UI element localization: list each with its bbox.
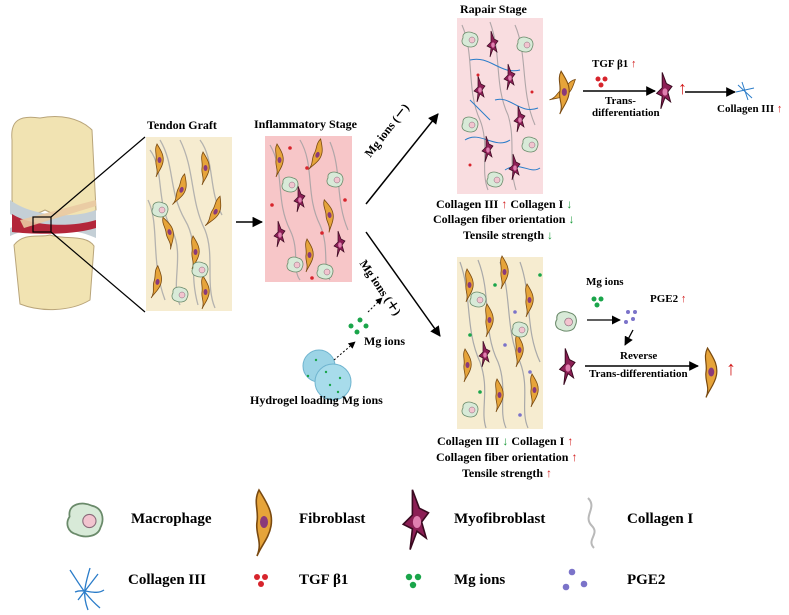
mg-ions-small-label: Mg ions xyxy=(364,334,406,348)
repair-stage-label: Rapair Stage xyxy=(460,2,527,16)
zoom-line-top xyxy=(50,136,146,218)
legend-macrophage-icon xyxy=(66,502,104,538)
outcome-plus-line1: Collagen III ↓ Collagen I ↑ xyxy=(437,434,574,448)
legend-fibroblast-icon xyxy=(255,489,273,557)
trans-diff-label-1: Trans- xyxy=(605,95,636,107)
legend-mg-label: Mg ions xyxy=(454,572,506,588)
hydrogel-label: Hydrogel loading Mg ions xyxy=(250,393,383,407)
tgf-path-label: TGF β1 ↑ xyxy=(592,58,637,70)
pge2-right-label: PGE2 ↑ xyxy=(650,293,687,305)
hydrogel-icon xyxy=(302,349,352,401)
tendon-graft-label: Tendon Graft xyxy=(147,118,217,132)
legend-macrophage-label: Macrophage xyxy=(131,511,212,527)
legend-tgf-icon xyxy=(254,574,268,587)
mg-ions-right-label: Mg ions xyxy=(586,276,624,288)
reverse-label: Reverse xyxy=(620,350,658,362)
legend-collagen1-label: Collagen I xyxy=(627,511,694,527)
outcome-minus-line1: Collagen III ↑ Collagen I ↓ xyxy=(436,197,573,211)
knee-joint-icon xyxy=(10,116,97,311)
legend-collagen1-icon xyxy=(587,497,596,549)
legend-mg-icon xyxy=(405,573,422,589)
myofibroblast-up-arrow: ↑ xyxy=(678,78,687,98)
collagen3-result-icon xyxy=(735,81,755,101)
legend-myofibroblast-icon xyxy=(402,488,430,551)
reverse-trans-diff-label: Trans-differentiation xyxy=(589,368,688,380)
legend-pge2-icon xyxy=(562,568,588,591)
arrow-mg-minus xyxy=(365,113,439,205)
outcome-minus-line2: Collagen fiber orientation ↓ xyxy=(433,212,575,226)
inflammatory-stage-label: Inflammatory Stage xyxy=(254,117,357,131)
outcome-minus-line3: Tensile strength ↓ xyxy=(463,228,554,242)
legend-myofibroblast-label: Myofibroblast xyxy=(454,511,546,527)
legend-fibroblast-label: Fibroblast xyxy=(299,511,366,527)
legend-tgf-label: TGF β1 xyxy=(299,572,349,588)
zoom-line-bottom xyxy=(50,231,146,313)
outcome-plus-line3: Tensile strength ↑ xyxy=(462,466,553,480)
legend-pge2-label: PGE2 xyxy=(627,572,666,588)
legend-collagen3-label: Collagen III xyxy=(128,572,206,588)
fibroblast-up-arrow: ↑ xyxy=(726,358,736,380)
legend-collagen3-icon xyxy=(69,567,105,611)
trans-diff-label-2: differentiation xyxy=(592,107,660,119)
outcome-plus-line2: Collagen fiber orientation ↑ xyxy=(436,450,578,464)
arrow-mg-plus xyxy=(365,231,441,337)
collagen3-result-label: Collagen III ↑ xyxy=(717,103,783,115)
